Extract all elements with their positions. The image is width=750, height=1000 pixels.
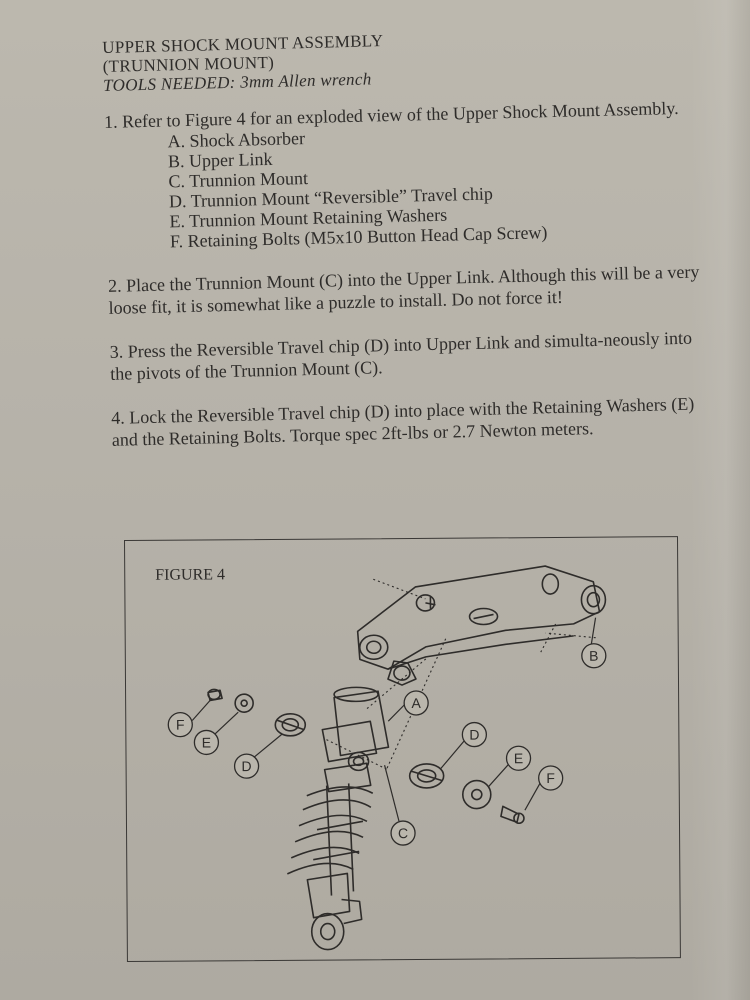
callout-a: A — [411, 695, 421, 711]
left-hardware-drawing — [207, 688, 307, 737]
instructions-text: UPPER SHOCK MOUNT ASSEMBLY (TRUNNION MOU… — [102, 23, 712, 451]
callout-d-left: D — [241, 758, 251, 774]
callout-d-right: D — [469, 727, 479, 743]
callout-e-left: E — [202, 734, 211, 750]
callout-b: B — [589, 648, 598, 664]
callout-c: C — [398, 825, 408, 841]
callout-circles — [167, 643, 607, 846]
upper-link-drawing — [356, 565, 607, 686]
step-1: 1. Refer to Figure 4 for an exploded vie… — [104, 96, 707, 253]
step-2: 2. Place the Trunnion Mount (C) into the… — [107, 261, 700, 318]
leader-lines — [191, 617, 597, 822]
shock-absorber-drawing — [287, 686, 390, 951]
step-4: 4. Lock the Reversible Travel chip (D) i… — [111, 393, 695, 450]
right-hardware-drawing — [408, 763, 525, 825]
callout-f-right: F — [546, 770, 555, 786]
exploded-view-diagram: F E D A B C D E F — [167, 565, 607, 951]
step-3: 3. Press the Reversible Travel chip (D) … — [109, 327, 693, 384]
figure-4: FIGURE 4 — [124, 536, 681, 962]
parts-list: A. Shock Absorber B. Upper Link C. Trunn… — [104, 118, 707, 253]
page-shading — [690, 0, 750, 1000]
section-heading: UPPER SHOCK MOUNT ASSEMBLY (TRUNNION MOU… — [102, 23, 703, 95]
callout-e-right: E — [514, 750, 523, 766]
axis-lines — [326, 578, 596, 770]
callout-f-left: F — [176, 717, 185, 733]
